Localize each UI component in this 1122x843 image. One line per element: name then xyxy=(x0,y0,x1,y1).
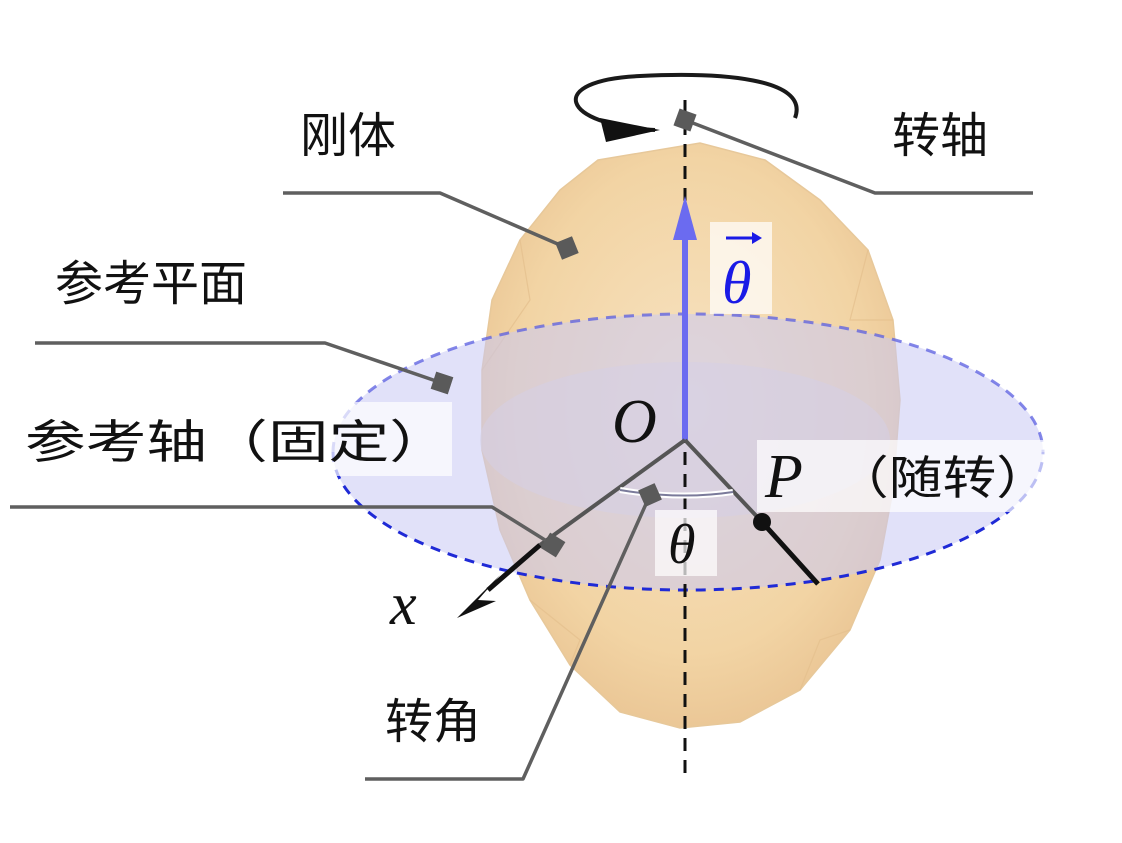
rotation-arrowhead xyxy=(600,118,660,142)
point-p-note: （随转） xyxy=(835,451,1050,505)
rigid-body-label: 刚体 xyxy=(300,108,396,164)
plane-rim-front xyxy=(331,451,1045,592)
point-p-dot xyxy=(753,513,771,531)
angular-vector-label: θ xyxy=(722,250,751,316)
label-bg-angle xyxy=(655,510,717,576)
leader-reference-plane xyxy=(35,341,443,385)
reference-axis-inner xyxy=(538,438,687,547)
body-facet-lines xyxy=(481,239,893,691)
rotation-axis-label: 转轴 xyxy=(892,108,988,164)
marker-rotation-axis xyxy=(673,108,697,132)
reference-axis-outer xyxy=(486,543,542,592)
label-bg-reference-axis xyxy=(22,402,452,476)
angle-symbol-label: θ xyxy=(668,514,696,576)
leader-rigid-body xyxy=(283,191,568,250)
point-p-label: P xyxy=(764,443,803,511)
angular-vector-arrowhead xyxy=(673,196,697,240)
angle-arc-outline xyxy=(619,489,734,497)
x-axis-arrowhead xyxy=(457,575,500,618)
origin-label: O xyxy=(612,388,657,456)
leader-reference-axis xyxy=(10,505,554,547)
radius-line-inner xyxy=(683,438,764,524)
x-axis-label: x xyxy=(389,571,417,637)
marker-rigid-body xyxy=(555,236,579,260)
reference-plane-label: 参考平面 xyxy=(55,256,247,312)
label-bg-point-p xyxy=(757,440,1052,512)
radius-line-outer xyxy=(760,520,820,586)
rotation-angle-label: 转角 xyxy=(385,694,481,750)
leader-rotation-axis xyxy=(684,118,1033,195)
rotation-arrow xyxy=(573,72,799,132)
vector-arrow-accent xyxy=(726,232,762,244)
plane-rim-back xyxy=(331,312,1045,453)
reference-axis-label: 参考轴（固定） xyxy=(25,415,450,469)
marker-reference-plane xyxy=(430,371,454,395)
leader-rotation-angle xyxy=(365,494,652,781)
marker-reference-axis xyxy=(540,532,566,558)
marker-rotation-angle xyxy=(638,483,662,507)
